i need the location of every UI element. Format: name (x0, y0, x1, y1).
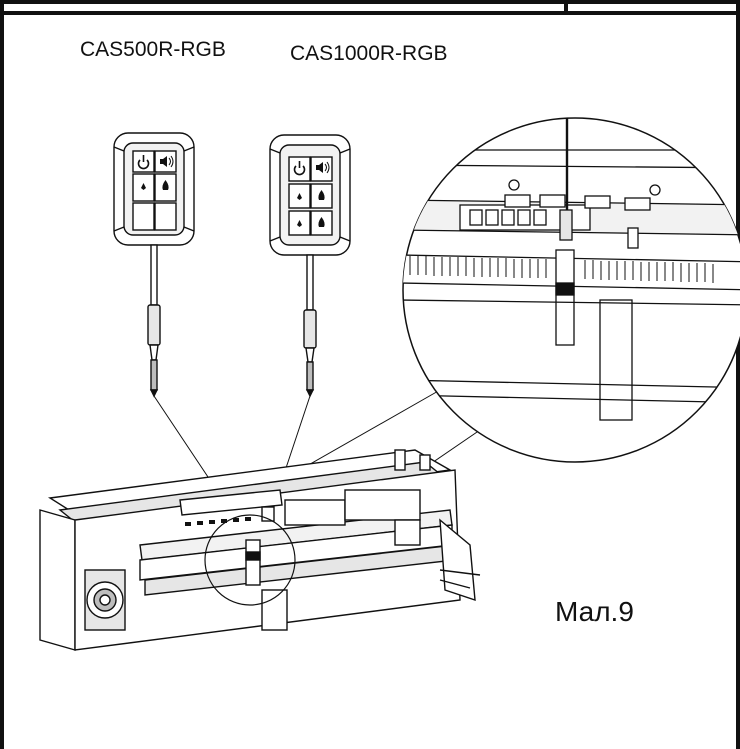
remote-label-cas1000r: CAS1000R-RGB (290, 42, 448, 65)
sound-icon (160, 155, 174, 168)
flame-large-icon (162, 180, 169, 190)
flame-small-icon (297, 193, 302, 200)
flame-small-icon (297, 220, 302, 227)
remote-cas1000r-rgb (269, 134, 351, 398)
figure-caption: Мал.9 (555, 596, 634, 627)
flame-small-icon (141, 183, 146, 190)
power-icon (293, 161, 306, 176)
flame-large-icon (318, 190, 325, 200)
flame-large-icon (318, 217, 325, 227)
remote-label-cas500r: CAS500R-RGB (80, 38, 226, 61)
power-icon (137, 155, 150, 170)
fireplace-unit (39, 449, 481, 651)
remote-cas500r-rgb (113, 132, 195, 398)
detail-magnifier (402, 117, 740, 463)
sound-icon (316, 161, 330, 174)
detail-focus-circle (204, 514, 296, 606)
